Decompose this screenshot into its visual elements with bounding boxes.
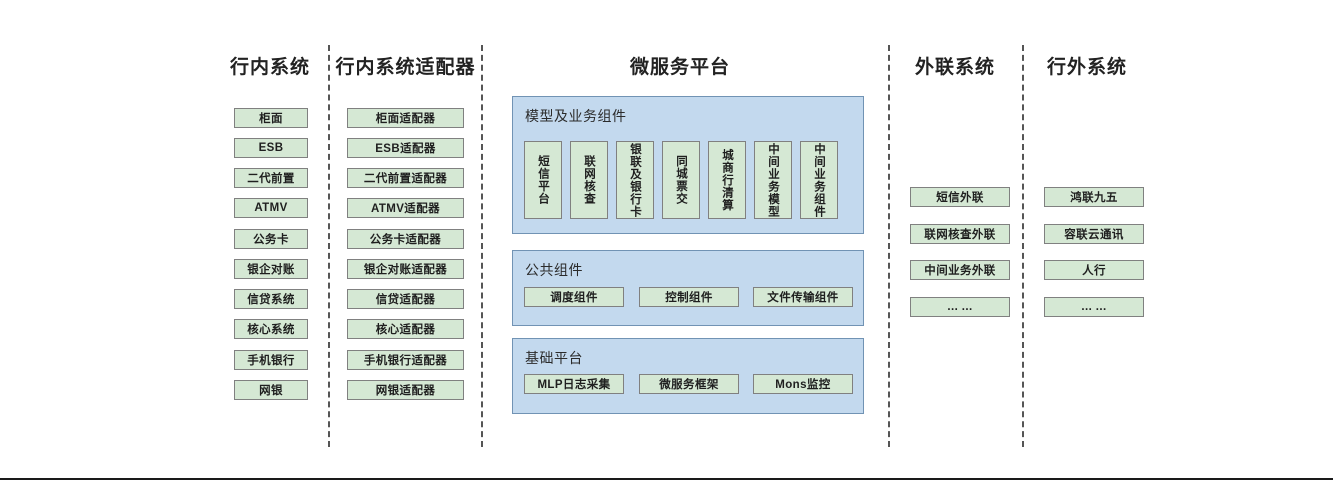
adapter-box[interactable]: 核心适配器: [347, 319, 464, 339]
component-box[interactable]: 微服务框架: [639, 374, 739, 394]
component-box[interactable]: 控制组件: [639, 287, 739, 307]
system-box[interactable]: 核心系统: [234, 319, 308, 339]
bottom-divider: [0, 478, 1333, 480]
component-box[interactable]: 银联及银行卡: [616, 141, 654, 219]
adapter-box[interactable]: 公务卡适配器: [347, 229, 464, 249]
external-system-box[interactable]: ... ...: [910, 297, 1010, 317]
component-box[interactable]: 同城票交: [662, 141, 700, 219]
external-system-box[interactable]: 中间业务外联: [910, 260, 1010, 280]
component-box[interactable]: 联网核查: [570, 141, 608, 219]
column-header-in-bank-adapters: 行内系统适配器: [335, 57, 476, 78]
column-header-outside-bank-systems: 行外系统: [1046, 57, 1127, 78]
adapter-box[interactable]: 银企对账适配器: [347, 259, 464, 279]
system-box[interactable]: 网银: [234, 380, 308, 400]
component-box[interactable]: 中间业务组件: [800, 141, 838, 219]
outside-system-box[interactable]: 人行: [1044, 260, 1144, 280]
column-divider-1: [328, 45, 330, 447]
component-box[interactable]: 短信平台: [524, 141, 562, 219]
external-system-box[interactable]: 短信外联: [910, 187, 1010, 207]
external-system-box[interactable]: 联网核查外联: [910, 224, 1010, 244]
system-box[interactable]: 手机银行: [234, 350, 308, 370]
column-divider-3: [888, 45, 890, 447]
system-box[interactable]: 柜面: [234, 108, 308, 128]
component-box[interactable]: Mons监控: [753, 374, 853, 394]
adapter-box[interactable]: 柜面适配器: [347, 108, 464, 128]
column-divider-2: [481, 45, 483, 447]
system-box[interactable]: ATMV: [234, 198, 308, 218]
column-divider-4: [1022, 45, 1024, 447]
component-box[interactable]: MLP日志采集: [524, 374, 624, 394]
component-box[interactable]: 城商行清算: [708, 141, 746, 219]
system-box[interactable]: 二代前置: [234, 168, 308, 188]
column-header-external-link-systems: 外联系统: [914, 57, 995, 78]
panel-title: 公共组件: [525, 262, 583, 278]
system-box[interactable]: 公务卡: [234, 229, 308, 249]
adapter-box[interactable]: 手机银行适配器: [347, 350, 464, 370]
system-box[interactable]: ESB: [234, 138, 308, 158]
adapter-box[interactable]: 信贷适配器: [347, 289, 464, 309]
outside-system-box[interactable]: ... ...: [1044, 297, 1144, 317]
outside-system-box[interactable]: 容联云通讯: [1044, 224, 1144, 244]
adapter-box[interactable]: 网银适配器: [347, 380, 464, 400]
adapter-box[interactable]: ESB适配器: [347, 138, 464, 158]
outside-system-box[interactable]: 鸿联九五: [1044, 187, 1144, 207]
system-box[interactable]: 银企对账: [234, 259, 308, 279]
panel-title: 模型及业务组件: [525, 108, 627, 124]
component-box[interactable]: 文件传输组件: [753, 287, 853, 307]
system-box[interactable]: 信贷系统: [234, 289, 308, 309]
adapter-box[interactable]: ATMV适配器: [347, 198, 464, 218]
adapter-box[interactable]: 二代前置适配器: [347, 168, 464, 188]
column-header-microservice-platform: 微服务平台: [629, 57, 730, 78]
column-header-in-bank-systems: 行内系统: [229, 57, 310, 78]
component-box[interactable]: 中间业务模型: [754, 141, 792, 219]
component-box[interactable]: 调度组件: [524, 287, 624, 307]
panel-title: 基础平台: [525, 350, 583, 366]
